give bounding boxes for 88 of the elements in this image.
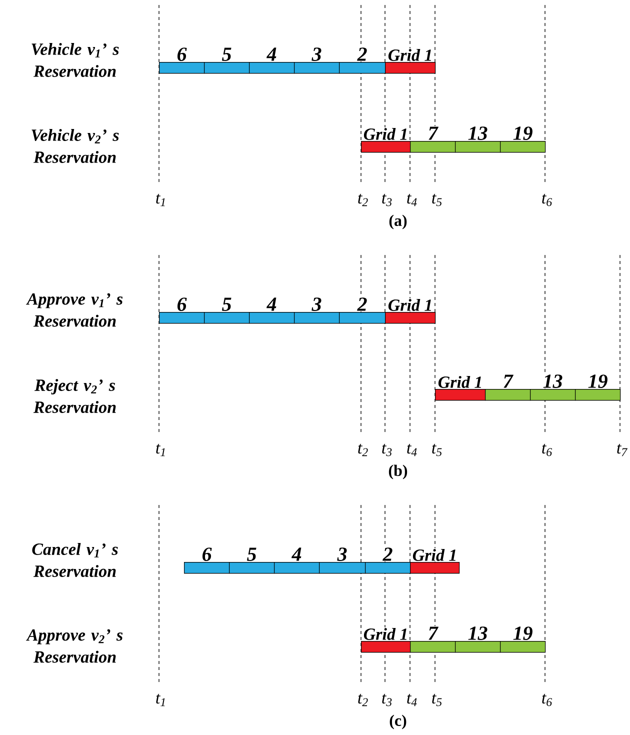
timeline-cell: 7 <box>485 374 531 401</box>
timeline-cell: 3 <box>319 546 366 574</box>
time-label: t$_{5}$ <box>432 444 442 456</box>
node-label: 19 <box>513 126 532 140</box>
timeline-cell: 6 <box>159 296 205 324</box>
node-label: 3 <box>312 48 322 61</box>
node-label: 3 <box>312 298 322 311</box>
time-label: t$_{5}$ <box>432 194 442 206</box>
timeline-cell: Grid 1 <box>385 48 436 74</box>
node-label: 7 <box>504 374 514 388</box>
time-label: t$_{2}$ <box>358 444 368 456</box>
timeline-cell: 2 <box>365 546 411 574</box>
node-label: 4 <box>266 48 276 61</box>
time-label: t$_{1}$ <box>156 194 165 206</box>
node-label: 13 <box>543 374 562 388</box>
time-label: t$_{5}$ <box>432 694 442 706</box>
node-label: 7 <box>428 126 438 140</box>
timeline-cell: 3 <box>294 46 340 74</box>
node-label: Grid 1 <box>388 299 431 311</box>
time-label: t$_{1}$ <box>156 444 165 456</box>
node-label: 4 <box>266 298 276 311</box>
timeline-cell: Grid 1 <box>435 375 486 401</box>
timeline-cell: 4 <box>249 47 295 74</box>
time-label: t$_{2}$ <box>358 194 368 206</box>
time-label: t$_{6}$ <box>542 194 552 206</box>
node-label: Grid 1 <box>364 628 406 640</box>
node-label: 2 <box>357 298 367 311</box>
row-label: Approve v$_{1}$’ s Reservation <box>26 293 123 327</box>
row-label: Vehicle v$_{2}$’ s Reservation <box>32 129 119 163</box>
time-label: t$_{4}$ <box>407 694 417 706</box>
timeline-cell: Grid 1 <box>410 548 460 574</box>
node-label: 5 <box>222 48 232 61</box>
time-label: t$_{4}$ <box>407 194 417 206</box>
time-label: t$_{1}$ <box>156 694 165 706</box>
time-label: t$_{6}$ <box>542 694 552 706</box>
timeline-cell: Grid 1 <box>361 627 411 653</box>
timeline-cell: 5 <box>204 47 250 74</box>
timeline-cell: 3 <box>294 296 340 324</box>
timeline-cell: 13 <box>530 374 576 401</box>
row-label: Cancel v$_{1}$’ s Reservation <box>32 543 118 577</box>
node-label: 13 <box>468 126 488 140</box>
timeline-cell: 5 <box>204 297 250 324</box>
time-label: t$_{4}$ <box>407 444 417 456</box>
panel-caption: (b) <box>388 464 408 480</box>
node-label: 6 <box>202 548 212 561</box>
timeline-cell: 2 <box>339 296 386 324</box>
time-label: t$_{2}$ <box>358 694 368 706</box>
panel-caption: (a) <box>389 214 407 230</box>
node-label: 6 <box>177 298 187 311</box>
timeline-cell: 7 <box>410 626 456 653</box>
node-label: 6 <box>177 48 187 61</box>
node-label: 19 <box>513 626 532 640</box>
timeline-cell: Grid 1 <box>385 298 436 324</box>
timeline-cell: 4 <box>274 547 320 574</box>
time-label: t$_{6}$ <box>542 444 552 456</box>
time-label: t$_{3}$ <box>382 694 392 706</box>
node-label: 5 <box>222 298 232 311</box>
timeline-cell: 13 <box>455 626 501 653</box>
timeline-cell: 19 <box>575 374 621 401</box>
timeline-cell: 6 <box>159 46 205 74</box>
timeline-cell: 6 <box>184 546 230 574</box>
node-label: 4 <box>291 548 302 561</box>
timeline-cell: 19 <box>500 126 546 153</box>
timeline-cell: 7 <box>410 126 456 153</box>
node-label: Grid 1 <box>388 49 431 61</box>
node-label: 19 <box>588 374 608 388</box>
node-label: Grid 1 <box>438 376 481 388</box>
panel-caption: (c) <box>390 714 406 730</box>
node-label: 7 <box>428 626 438 640</box>
timeline-cell: 13 <box>455 126 501 153</box>
time-label: t$_{7}$ <box>617 444 628 456</box>
timeline-cell: Grid 1 <box>361 127 411 153</box>
row-label: Vehicle v$_{1}$’ s Reservation <box>32 43 119 77</box>
time-label: t$_{3}$ <box>382 444 392 456</box>
node-label: 3 <box>337 548 347 561</box>
timeline-cell: 2 <box>339 46 386 74</box>
time-label: t$_{3}$ <box>382 194 392 206</box>
node-label: Grid 1 <box>364 128 406 140</box>
node-label: 13 <box>468 626 488 640</box>
node-label: 2 <box>357 48 367 61</box>
row-label: Reject v$_{2}$’ s Reservation <box>33 379 116 413</box>
node-label: 5 <box>247 548 256 561</box>
row-label: Approve v$_{2}$’ s Reservation <box>26 629 123 663</box>
timeline-cell: 4 <box>249 297 295 324</box>
timeline-cell: 19 <box>500 626 546 653</box>
timeline-cell: 5 <box>229 547 275 574</box>
node-label: Grid 1 <box>412 549 456 561</box>
node-label: 2 <box>382 548 392 561</box>
